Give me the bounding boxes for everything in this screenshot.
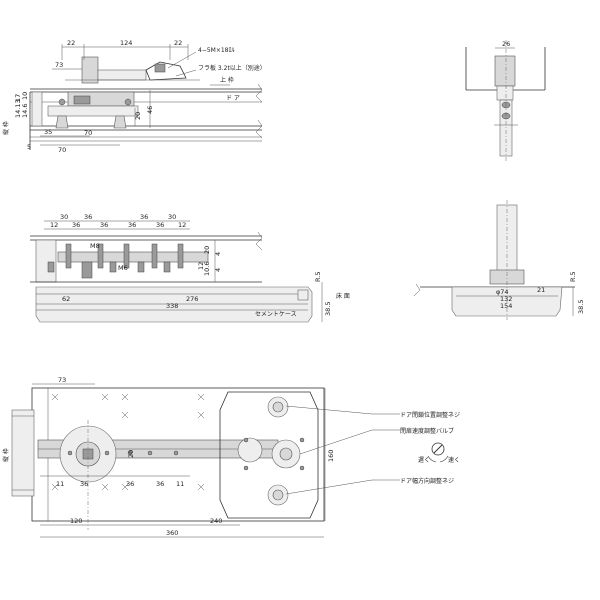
dim-30a: 30 bbox=[60, 213, 68, 221]
dim-r1-5-right: R.5 bbox=[569, 272, 577, 283]
plan-dim-11b: 11 bbox=[176, 480, 184, 488]
label-m6: M6 bbox=[118, 264, 128, 272]
dim-r1-5-left: R.5 bbox=[314, 272, 322, 283]
callout-speed-valve: 閉扉速度調整バルブ bbox=[400, 427, 454, 435]
dim-14-13: 14.13 bbox=[14, 99, 22, 118]
dim-r2-36c: 36 bbox=[128, 221, 136, 229]
end-section-mid: φ74 132 154 21 R.5 38.5 bbox=[413, 200, 585, 320]
label-m8: M8 bbox=[90, 242, 100, 250]
label-fast: 速く bbox=[448, 457, 460, 464]
label-cement-case: セメントケース bbox=[255, 311, 297, 318]
dim-70a: 70 bbox=[84, 129, 92, 137]
dim-38-5-right: 38.5 bbox=[577, 300, 585, 314]
dim-35: 35 bbox=[44, 128, 52, 136]
label-door: ド ア bbox=[226, 95, 240, 102]
dim-14-6: 14.6 bbox=[21, 104, 29, 118]
valve-dial-icon bbox=[427, 442, 449, 463]
dim-12b: 12 bbox=[178, 221, 186, 229]
dim-v-20: 20 bbox=[203, 246, 211, 254]
side-section-mid: 30 36 36 30 12 36 36 36 36 12 M8 M6 20 4… bbox=[30, 213, 350, 323]
end-view-top: 26 bbox=[465, 40, 546, 162]
dim-38-5-left: 38.5 bbox=[324, 302, 332, 316]
dim-r2-36b: 36 bbox=[100, 221, 108, 229]
plan-dim-160: 160 bbox=[327, 450, 335, 462]
note-flange: フラ板 3.2t以上（別途） bbox=[198, 64, 266, 72]
plan-dim-120: 120 bbox=[70, 517, 82, 525]
note-screw: 4−5M×18ﾛﾙ bbox=[198, 47, 235, 54]
dim-22b: 22 bbox=[174, 39, 182, 47]
dim-36b: 36 bbox=[140, 213, 148, 221]
dim-70b: 70 bbox=[58, 146, 66, 154]
callouts: ドア閉鎖位置調整ネジ 閉扉速度調整バルブ ドア幅方向調整ネジ 遅く 速く bbox=[400, 411, 460, 485]
dim-46: 46 bbox=[146, 106, 154, 114]
dim-73: 73 bbox=[55, 61, 63, 69]
plan-label-jamb: 縦 枠 bbox=[2, 448, 10, 462]
dim-26: 26 bbox=[502, 40, 510, 48]
plan-dim-240: 240 bbox=[210, 517, 222, 525]
dim-154: 154 bbox=[500, 302, 512, 310]
dim-21: 21 bbox=[537, 286, 545, 294]
dim-v-12: 12 bbox=[197, 262, 205, 270]
plan-dim-73: 73 bbox=[58, 376, 66, 384]
dim-276: 276 bbox=[186, 295, 198, 303]
dim-5: 5 bbox=[27, 143, 31, 151]
dim-r2-36d: 36 bbox=[156, 221, 164, 229]
dim-12a: 12 bbox=[50, 221, 58, 229]
dim-338: 338 bbox=[166, 302, 178, 310]
callout-width-adjust: ドア幅方向調整ネジ bbox=[400, 477, 454, 485]
dim-124: 124 bbox=[120, 39, 132, 47]
dim-phi74: φ74 bbox=[496, 288, 509, 296]
dim-v-10-6: 10.6 bbox=[203, 262, 211, 276]
dim-30b: 30 bbox=[168, 213, 176, 221]
dim-132: 132 bbox=[500, 295, 512, 303]
dim-17: 17 bbox=[14, 94, 22, 102]
plan-dim-36b: 36 bbox=[126, 480, 134, 488]
dim-r2-36a: 36 bbox=[72, 221, 80, 229]
dim-20: 20 bbox=[134, 112, 142, 120]
plan-dim-360: 360 bbox=[166, 529, 178, 537]
dim-v-4b: 4 bbox=[214, 268, 222, 272]
plan-view: 73 11 36 36 36 11 20 120 240 360 160 縦 枠 bbox=[2, 376, 400, 538]
callout-closing-stop: ドア閉鎖位置調整ネジ bbox=[400, 411, 460, 419]
dim-62: 62 bbox=[62, 295, 70, 303]
dim-v-4a: 4 bbox=[214, 252, 222, 256]
dim-36a: 36 bbox=[84, 213, 92, 221]
plan-dim-11a: 11 bbox=[56, 480, 64, 488]
side-elevation-top: 22 124 22 73 20 46 35 70 70 5 14.13 17 1… bbox=[2, 39, 266, 154]
plan-dim-36a: 36 bbox=[80, 480, 88, 488]
label-floor: 床 面 bbox=[336, 292, 350, 300]
plan-dim-20: 20 bbox=[127, 450, 135, 458]
label-top-frame: 上 枠 bbox=[220, 76, 234, 84]
plan-dim-36c: 36 bbox=[156, 480, 164, 488]
dim-22a: 22 bbox=[67, 39, 75, 47]
label-jamb-top: 縦 枠 bbox=[2, 121, 10, 135]
label-slow: 遅く bbox=[418, 457, 430, 464]
dim-10: 10 bbox=[21, 92, 29, 100]
